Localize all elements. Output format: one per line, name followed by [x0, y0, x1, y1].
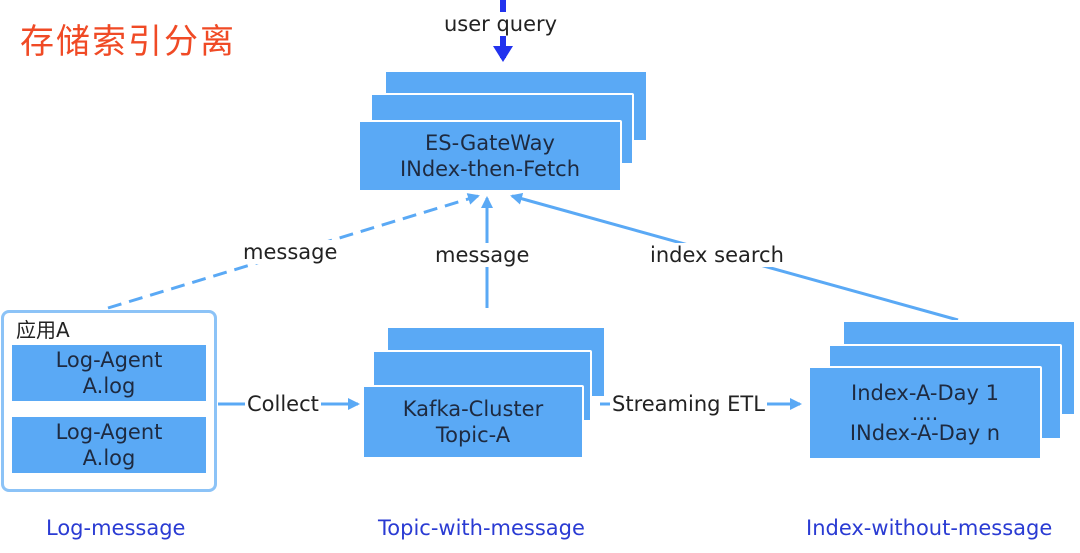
collect-label: Collect: [245, 392, 321, 416]
kafka-line2: Topic-A: [435, 423, 511, 447]
agent-1-line1: Log-Agent: [55, 348, 163, 372]
agent-2-line1: Log-Agent: [55, 420, 163, 444]
es-gateway-node: ES-GateWay INdex-then-Fetch: [358, 120, 622, 192]
gateway-line2: INdex-then-Fetch: [399, 157, 581, 181]
message-left-label: message: [241, 240, 340, 264]
footer-log-message: Log-message: [46, 516, 186, 540]
log-agent-node-2: Log-Agent A.log: [10, 415, 208, 475]
page-title: 存储索引分离: [20, 22, 236, 62]
agent-2-line2: A.log: [82, 446, 136, 470]
log-agent-node-1: Log-Agent A.log: [10, 343, 208, 403]
user-query-label: user query: [442, 12, 560, 36]
footer-topic-with-message: Topic-with-message: [378, 516, 585, 540]
kafka-line1: Kafka-Cluster: [402, 397, 544, 421]
app-a-label: 应用A: [16, 318, 70, 342]
footer-index-without-message: Index-without-message: [806, 516, 1053, 540]
agent-1-line2: A.log: [82, 374, 136, 398]
index-node: Index-A-Day 1 .... INdex-A-Day n: [808, 366, 1042, 460]
index-search-label: index search: [648, 243, 786, 267]
index-line3: INdex-A-Day n: [849, 421, 1001, 445]
kafka-cluster-node: Kafka-Cluster Topic-A: [362, 385, 584, 459]
index-line1: Index-A-Day 1: [851, 381, 999, 405]
message-mid-label: message: [433, 243, 532, 267]
etl-label: Streaming ETL: [610, 392, 767, 416]
index-line2: ....: [911, 401, 939, 425]
gateway-line1: ES-GateWay: [425, 131, 555, 155]
